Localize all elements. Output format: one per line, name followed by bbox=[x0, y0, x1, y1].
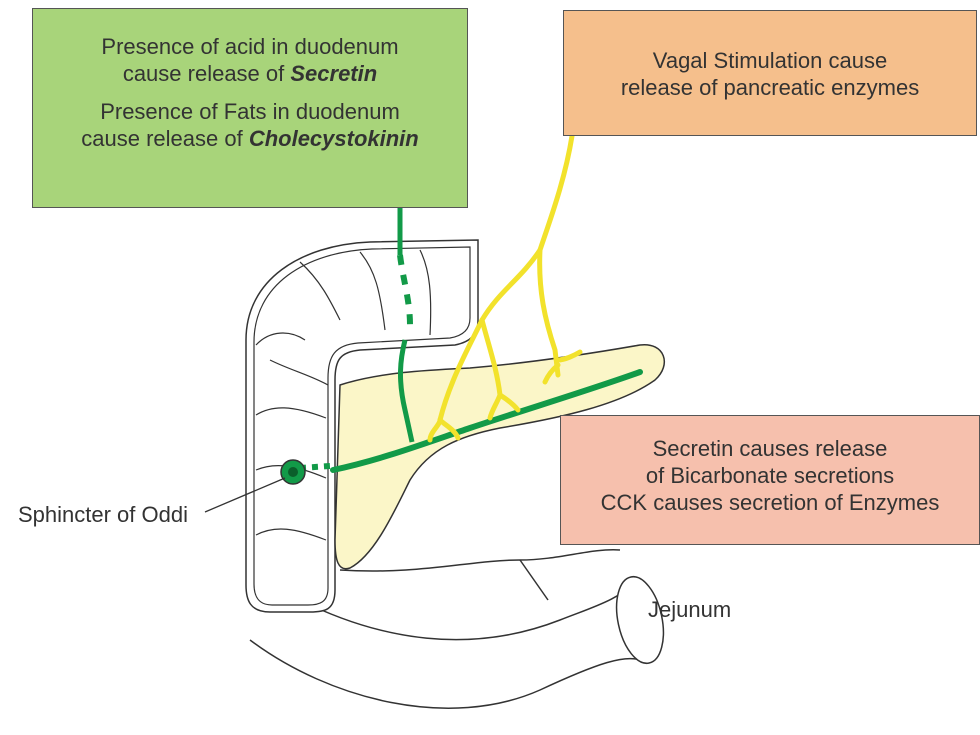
vagal-line-2: release of pancreatic enzymes bbox=[564, 74, 976, 101]
secretin-line: cause release of Secretin bbox=[33, 60, 467, 87]
intestine-loop bbox=[340, 550, 620, 571]
cholecystokinin-term: Cholecystokinin bbox=[249, 126, 419, 151]
intestine-crease bbox=[520, 560, 548, 600]
cck-line: cause release of Cholecystokinin bbox=[33, 125, 467, 152]
sphincter-of-oddi-label: Sphincter of Oddi bbox=[18, 502, 188, 528]
vagal-line-1: Vagal Stimulation cause bbox=[564, 47, 976, 74]
effects-line-1: Secretin causes release bbox=[561, 435, 979, 462]
effects-line-3: CCK causes secretion of Enzymes bbox=[561, 489, 979, 516]
hormone-trigger-box: Presence of acid in duodenum cause relea… bbox=[32, 8, 468, 208]
secretin-term: Secretin bbox=[290, 61, 377, 86]
vagal-stimulation-box: Vagal Stimulation cause release of pancr… bbox=[563, 10, 977, 136]
effects-line-2: of Bicarbonate secretions bbox=[561, 462, 979, 489]
fats-line: Presence of Fats in duodenum bbox=[33, 98, 467, 125]
intestine-lower bbox=[250, 640, 640, 708]
jejunum-outline bbox=[300, 578, 640, 640]
jejunum-label: Jejunum bbox=[648, 597, 731, 623]
secretion-effects-box: Secretin causes release of Bicarbonate s… bbox=[560, 415, 980, 545]
acid-line: Presence of acid in duodenum bbox=[33, 33, 467, 60]
